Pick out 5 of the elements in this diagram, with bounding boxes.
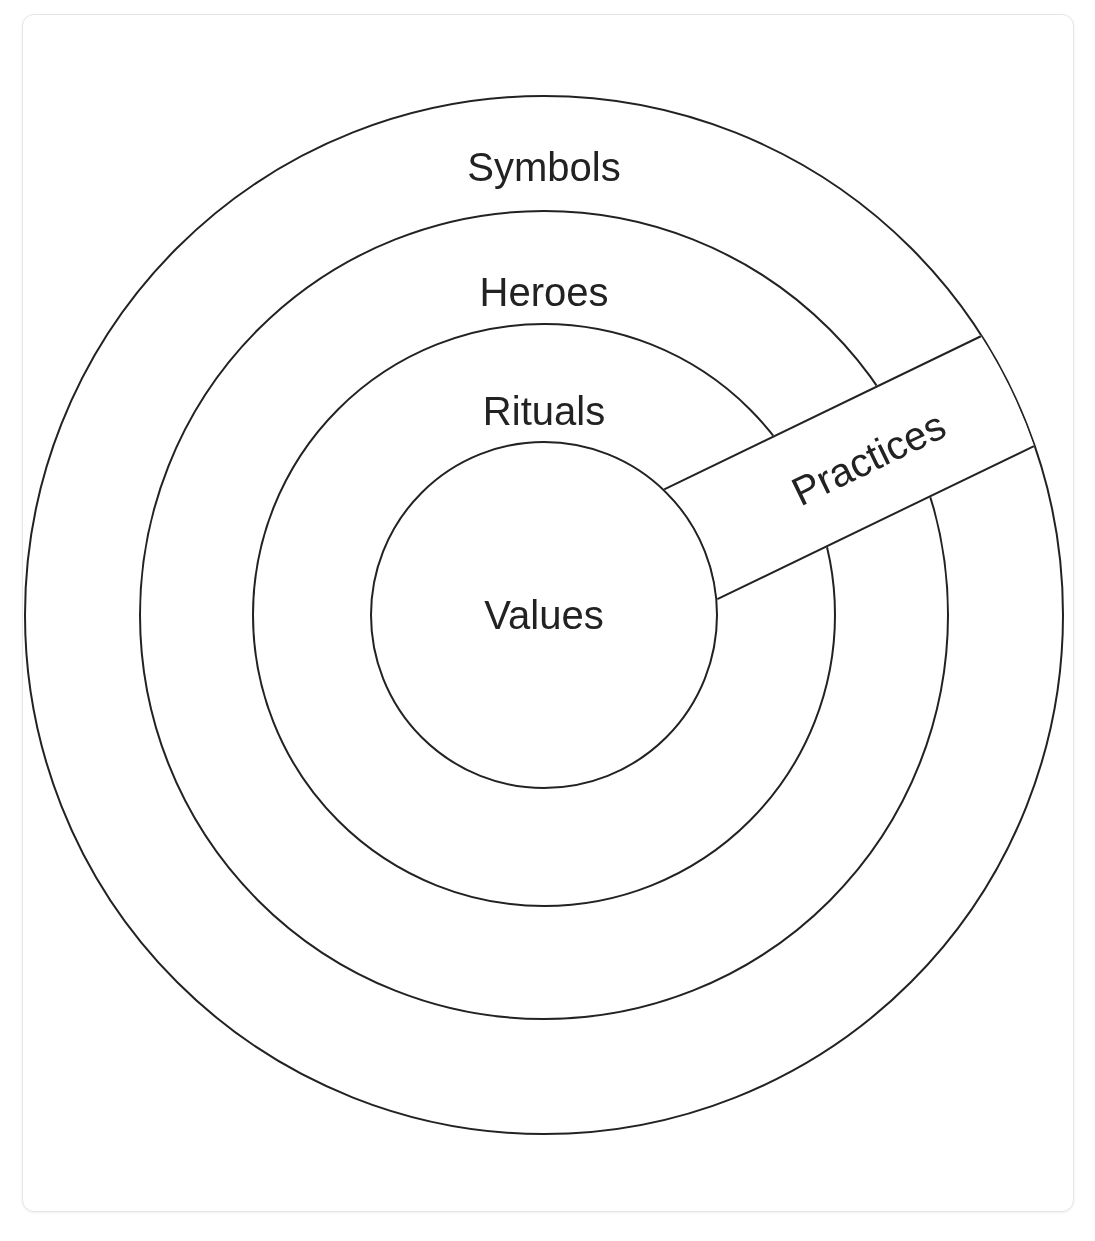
- layer-label: Rituals: [481, 391, 607, 431]
- layer-label: Heroes: [478, 272, 610, 312]
- layer-label: Values: [483, 595, 605, 635]
- ring-circle: [24, 95, 1064, 1135]
- layer-label: Symbols: [466, 147, 622, 187]
